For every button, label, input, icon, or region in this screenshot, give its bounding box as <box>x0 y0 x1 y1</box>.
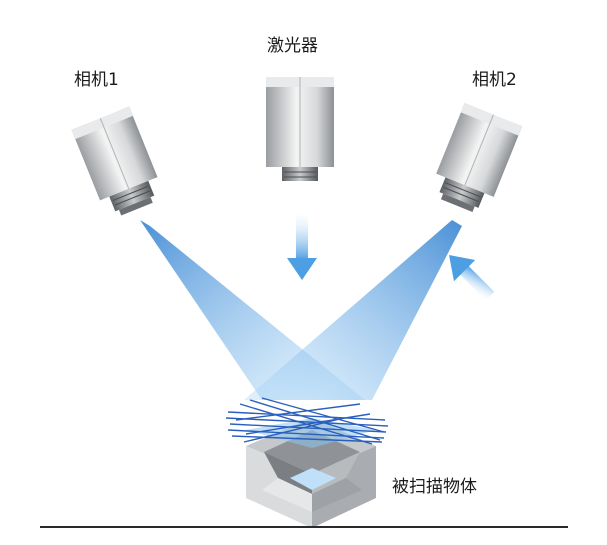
laser-icon <box>266 77 334 181</box>
up-right-arrow-icon <box>449 255 495 301</box>
camera-1-icon <box>71 106 158 216</box>
laser-label: 激光器 <box>267 36 318 56</box>
down-arrow-icon <box>287 212 317 280</box>
camera-1-label: 相机1 <box>74 70 119 90</box>
camera-2-label: 相机2 <box>472 70 517 90</box>
scanned-object-icon <box>246 418 376 528</box>
camera-2-beam <box>244 220 462 400</box>
camera-2-icon <box>436 103 523 212</box>
laser-scan-lines <box>225 397 389 445</box>
scanned-object-label: 被扫描物体 <box>392 477 477 497</box>
